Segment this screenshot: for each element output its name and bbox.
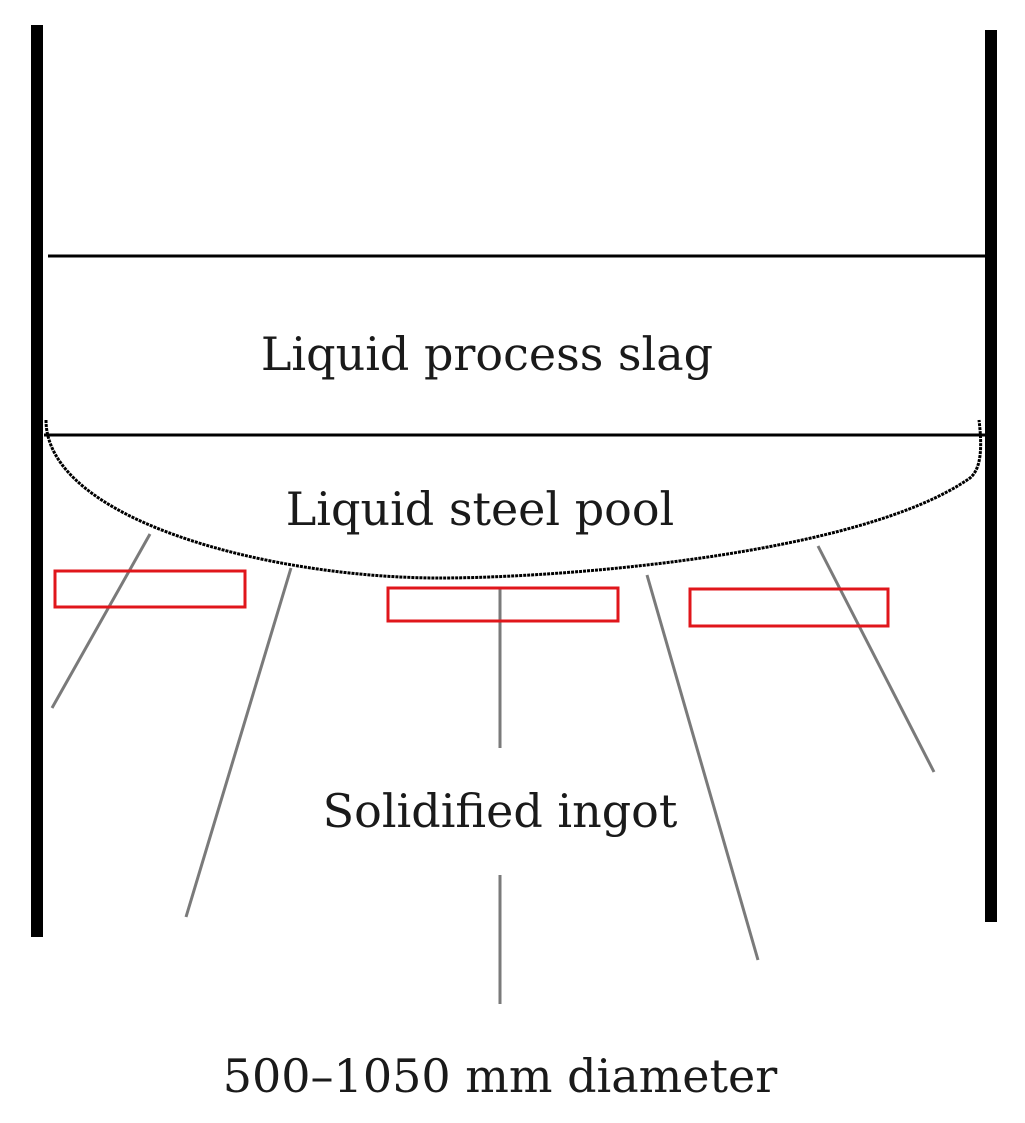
sample-box-mid-radius: [688, 587, 890, 628]
sample-box-center: [386, 586, 620, 623]
label-diameter: 500–1050 mm diameter: [223, 1049, 777, 1103]
grain-line-1: [50, 533, 152, 709]
label-pool: Liquid steel pool: [286, 482, 675, 536]
liquid-pool-profile: [44, 419, 983, 580]
grain-line-5: [816, 545, 936, 773]
sample-box-edge: [53, 569, 247, 609]
label-slag: Liquid process slag: [261, 327, 713, 381]
grain-line-2: [184, 567, 293, 918]
label-ingot: Solidified ingot: [323, 784, 678, 838]
grain-line-4: [645, 574, 760, 961]
